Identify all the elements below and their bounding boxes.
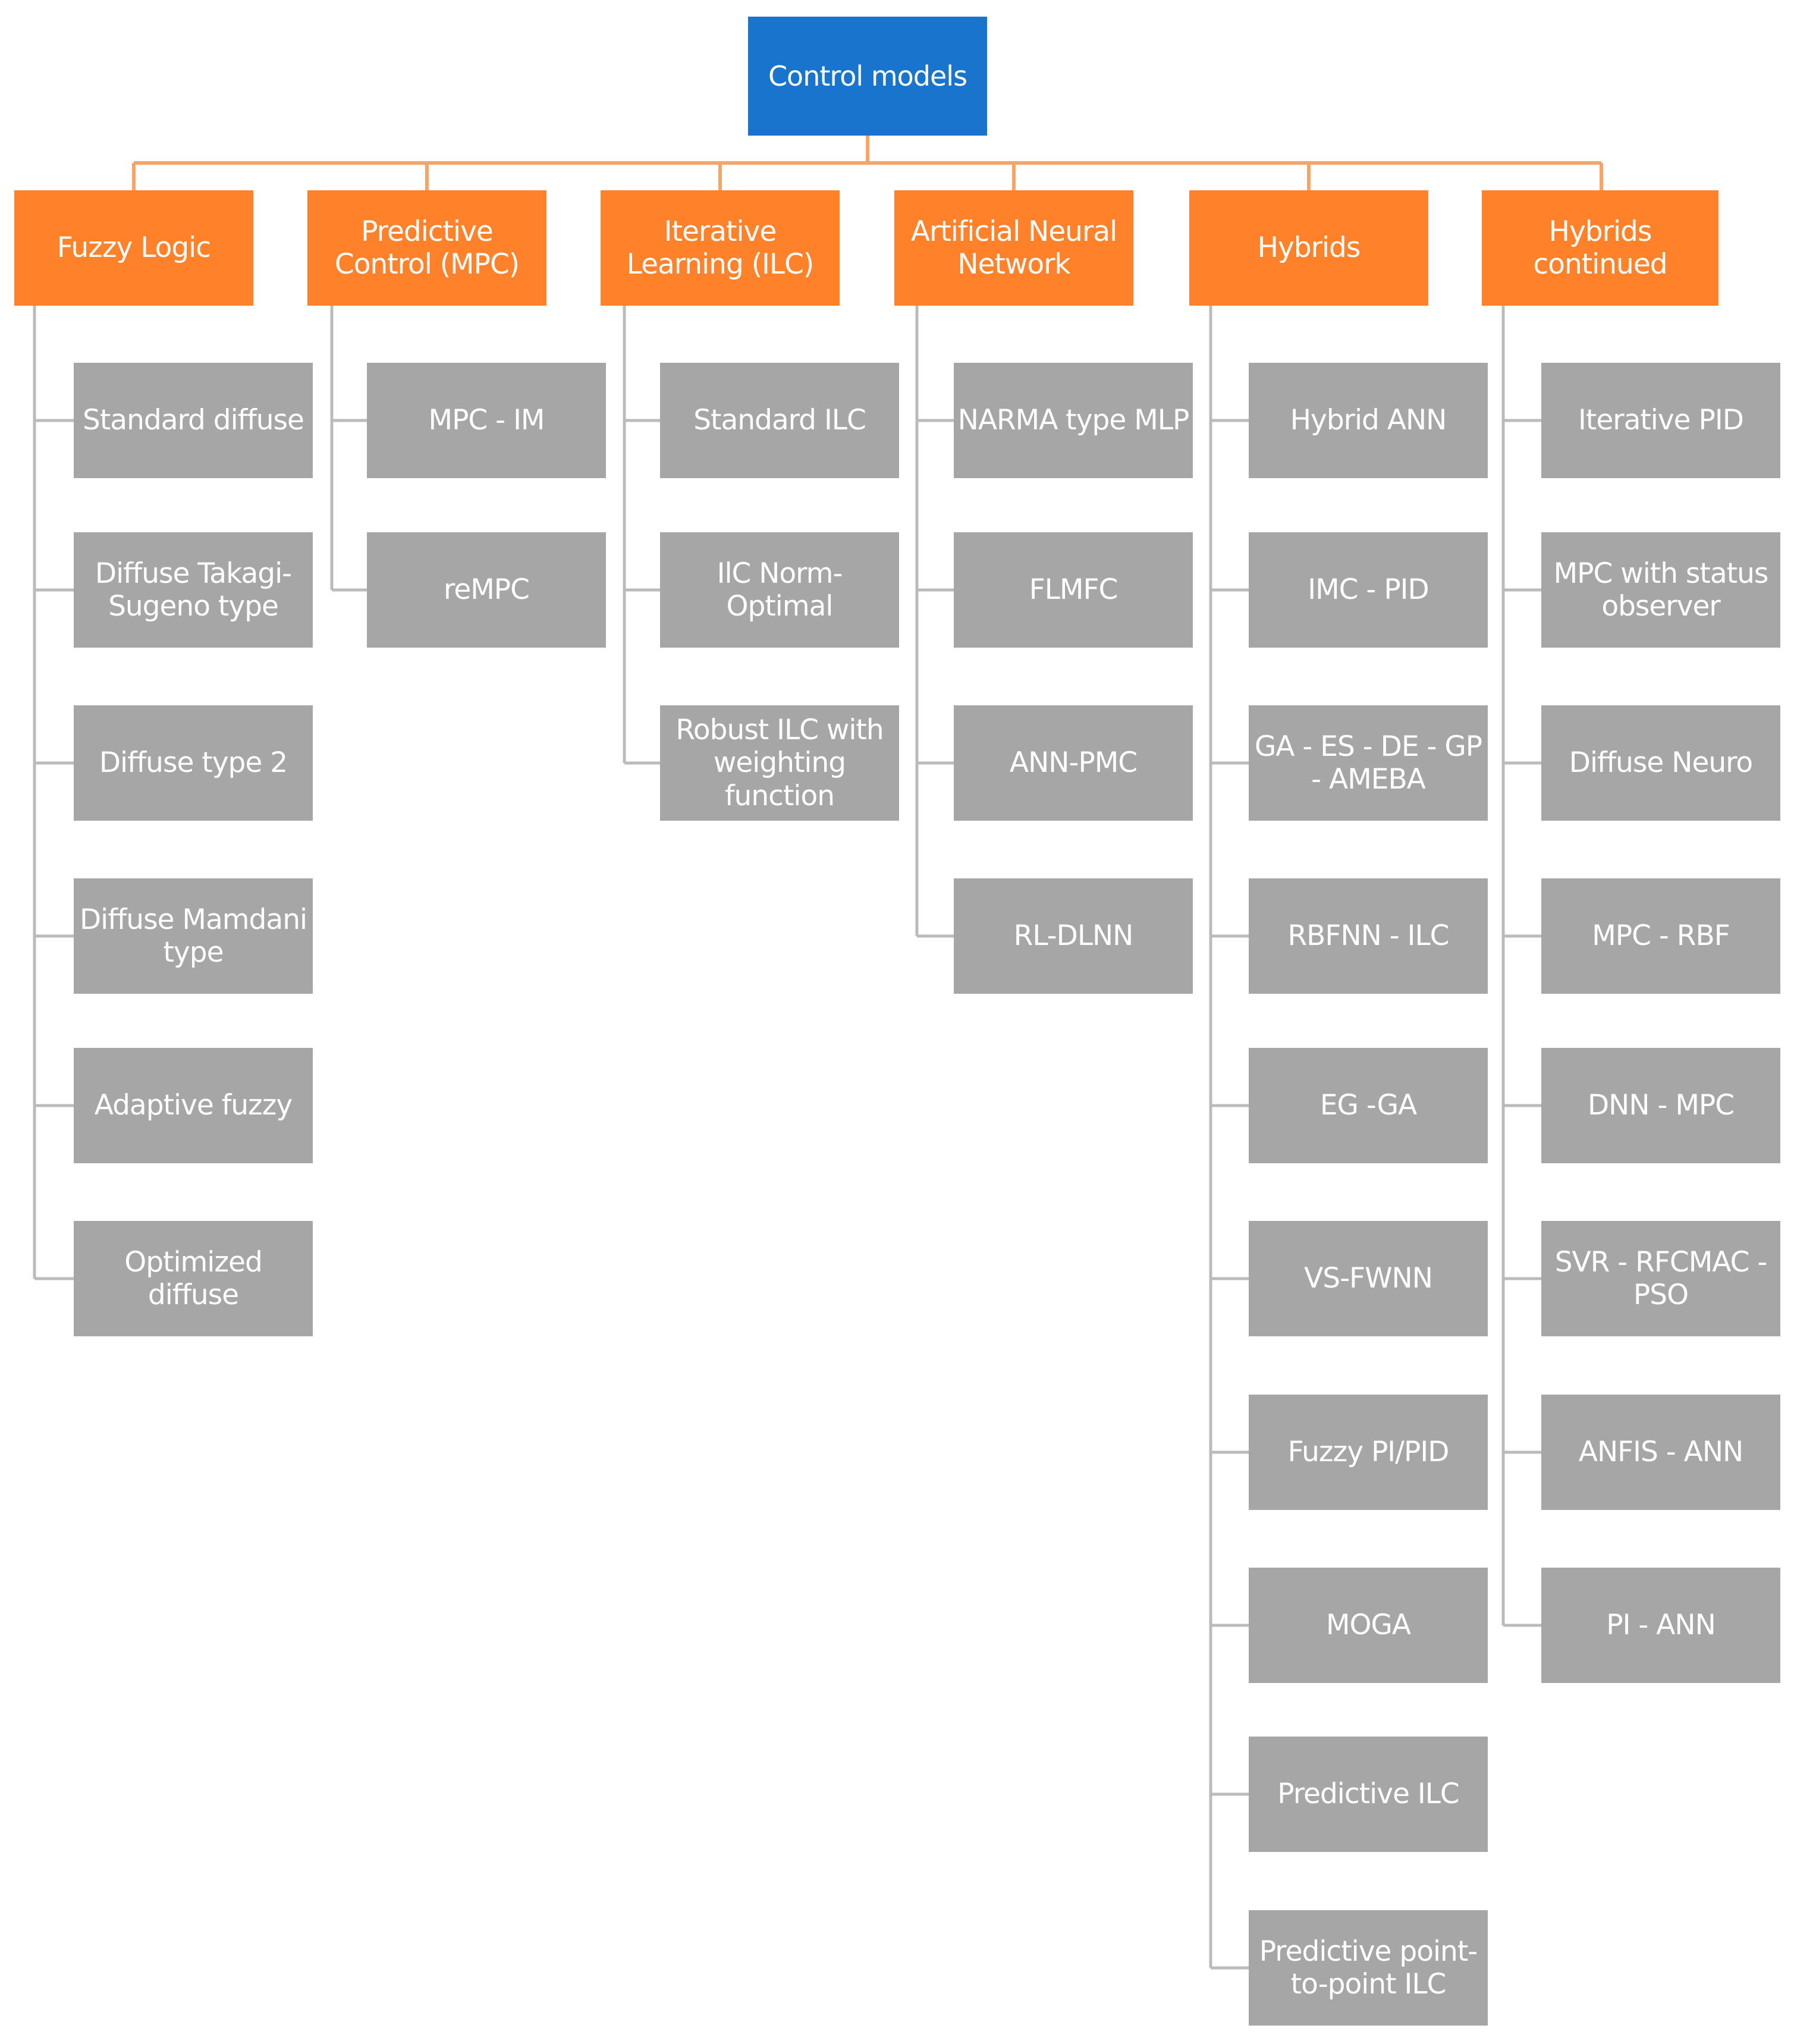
leaf-predictive-point-to-point-ilc: Predictive point-to-point ILC	[1249, 1910, 1488, 2026]
leaf-pi-ann: PI - ANN	[1541, 1568, 1780, 1683]
leaf-diffuse-type-2: Diffuse type 2	[74, 705, 313, 821]
leaf-eg-ga: EG -GA	[1249, 1048, 1488, 1163]
category-hybrids: Hybrids	[1189, 190, 1428, 306]
leaf-dnn-mpc: DNN - MPC	[1541, 1048, 1780, 1163]
root-node: Control models	[748, 17, 987, 136]
leaf-mpc-rbf: MPC - RBF	[1541, 878, 1780, 994]
leaf-anfis-ann: ANFIS - ANN	[1541, 1395, 1780, 1510]
leaf-diffuse-neuro: Diffuse Neuro	[1541, 705, 1780, 821]
leaf-predictive-ilc: Predictive ILC	[1249, 1737, 1488, 1852]
leaf-diffuse-takagi-sugeno-type: Diffuse Takagi-Sugeno type	[74, 532, 313, 648]
leaf-hybrid-ann: Hybrid ANN	[1249, 363, 1488, 478]
leaf-optimized-diffuse: Optimized diffuse	[74, 1221, 313, 1336]
leaf-moga: MOGA	[1249, 1568, 1488, 1683]
leaf-standard-diffuse: Standard diffuse	[74, 363, 313, 478]
leaf-rempc: reMPC	[367, 532, 606, 648]
category-predictive-control-mpc: Predictive Control (MPC)	[307, 190, 546, 306]
leaf-diffuse-mamdani-type: Diffuse Mamdani type	[74, 878, 313, 994]
leaf-robust-ilc-with-weighting-function: Robust ILC with weighting function	[660, 705, 899, 821]
leaf-svr-rfcmac-pso: SVR - RFCMAC - PSO	[1541, 1221, 1780, 1336]
category-iterative-learning-ilc: Iterative Learning (ILC)	[601, 190, 840, 306]
leaf-vs-fwnn: VS-FWNN	[1249, 1221, 1488, 1336]
leaf-narma-type-mlp: NARMA type MLP	[954, 363, 1193, 478]
category-artificial-neural-network: Artificial Neural Network	[894, 190, 1133, 306]
leaf-standard-ilc: Standard ILC	[660, 363, 899, 478]
leaf-flmfc: FLMFC	[954, 532, 1193, 648]
leaf-fuzzy-pi-pid: Fuzzy PI/PID	[1249, 1395, 1488, 1510]
leaf-rl-dlnn: RL-DLNN	[954, 878, 1193, 994]
leaf-mpc-im: MPC - IM	[367, 363, 606, 478]
leaf-ga-es-de-gp-ameba: GA - ES - DE - GP - AMEBA	[1249, 705, 1488, 821]
category-fuzzy-logic: Fuzzy Logic	[14, 190, 253, 306]
leaf-adaptive-fuzzy: Adaptive fuzzy	[74, 1048, 313, 1163]
leaf-ilc-norm-optimal: IlC Norm-Optimal	[660, 532, 899, 648]
category-hybrids-continued: Hybrids continued	[1482, 190, 1718, 306]
leaf-rbfnn-ilc: RBFNN - ILC	[1249, 878, 1488, 994]
leaf-mpc-with-status-observer: MPC with status observer	[1541, 532, 1780, 648]
leaf-imc-pid: IMC - PID	[1249, 532, 1488, 648]
leaf-ann-pmc: ANN-PMC	[954, 705, 1193, 821]
leaf-iterative-pid: Iterative PID	[1541, 363, 1780, 478]
